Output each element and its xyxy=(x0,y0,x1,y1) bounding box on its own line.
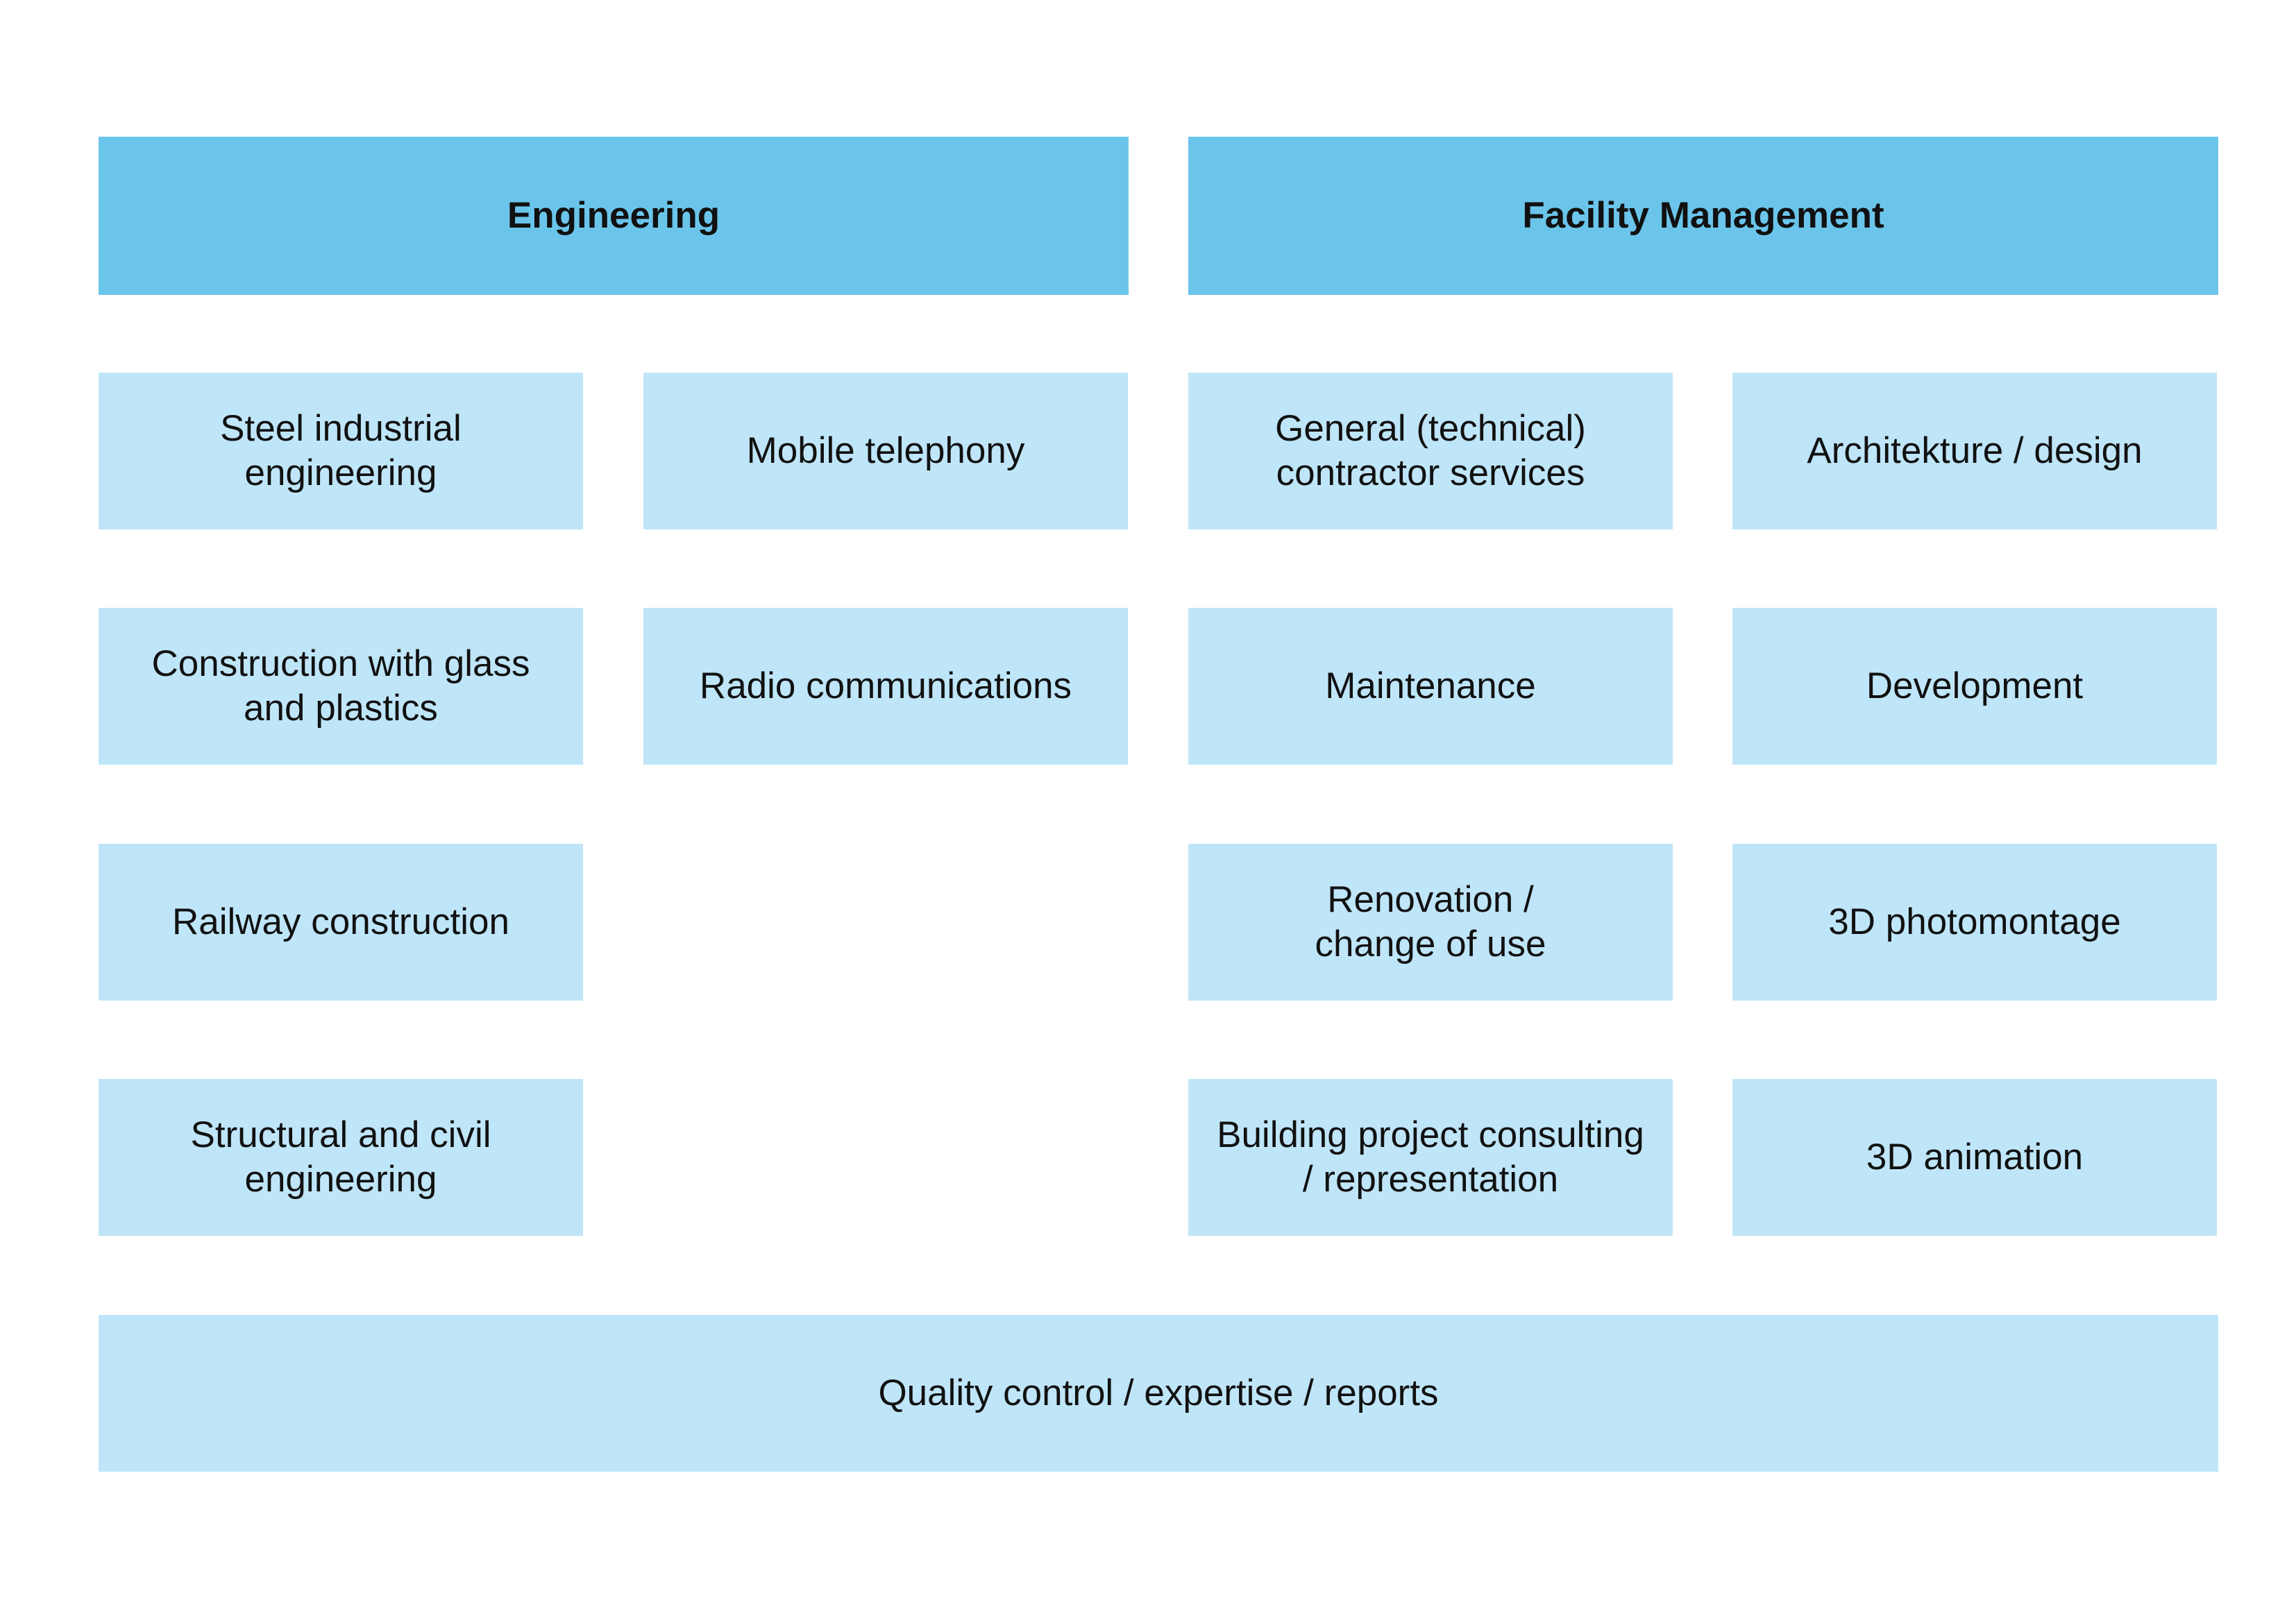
fm-item-3d-animation: 3D animation xyxy=(1732,1079,2217,1236)
fm-item-renovation: Renovation / change of use xyxy=(1188,844,1673,1001)
fm-item-architecture-design: Architekture / design xyxy=(1732,373,2217,529)
fm-item-3d-photomontage: 3D photomontage xyxy=(1732,844,2217,1001)
facility-management-header: Facility Management xyxy=(1188,137,2218,295)
engineering-item-steel-industrial: Steel industrial engineering xyxy=(99,373,583,529)
engineering-item-radio-communications: Radio communications xyxy=(643,608,1128,765)
engineering-item-glass-plastics: Construction with glass and plastics xyxy=(99,608,583,765)
fm-item-development: Development xyxy=(1732,608,2217,765)
engineering-header: Engineering xyxy=(99,137,1129,295)
engineering-item-railway-construction: Railway construction xyxy=(99,844,583,1001)
fm-item-contractor-services: General (technical) contractor services xyxy=(1188,373,1673,529)
engineering-item-structural-civil: Structural and civil engineering xyxy=(99,1079,583,1236)
engineering-item-mobile-telephony: Mobile telephony xyxy=(643,373,1128,529)
fm-item-project-consulting: Building project consulting / representa… xyxy=(1188,1079,1673,1236)
quality-control-bar: Quality control / expertise / reports xyxy=(99,1315,2218,1472)
fm-item-maintenance: Maintenance xyxy=(1188,608,1673,765)
